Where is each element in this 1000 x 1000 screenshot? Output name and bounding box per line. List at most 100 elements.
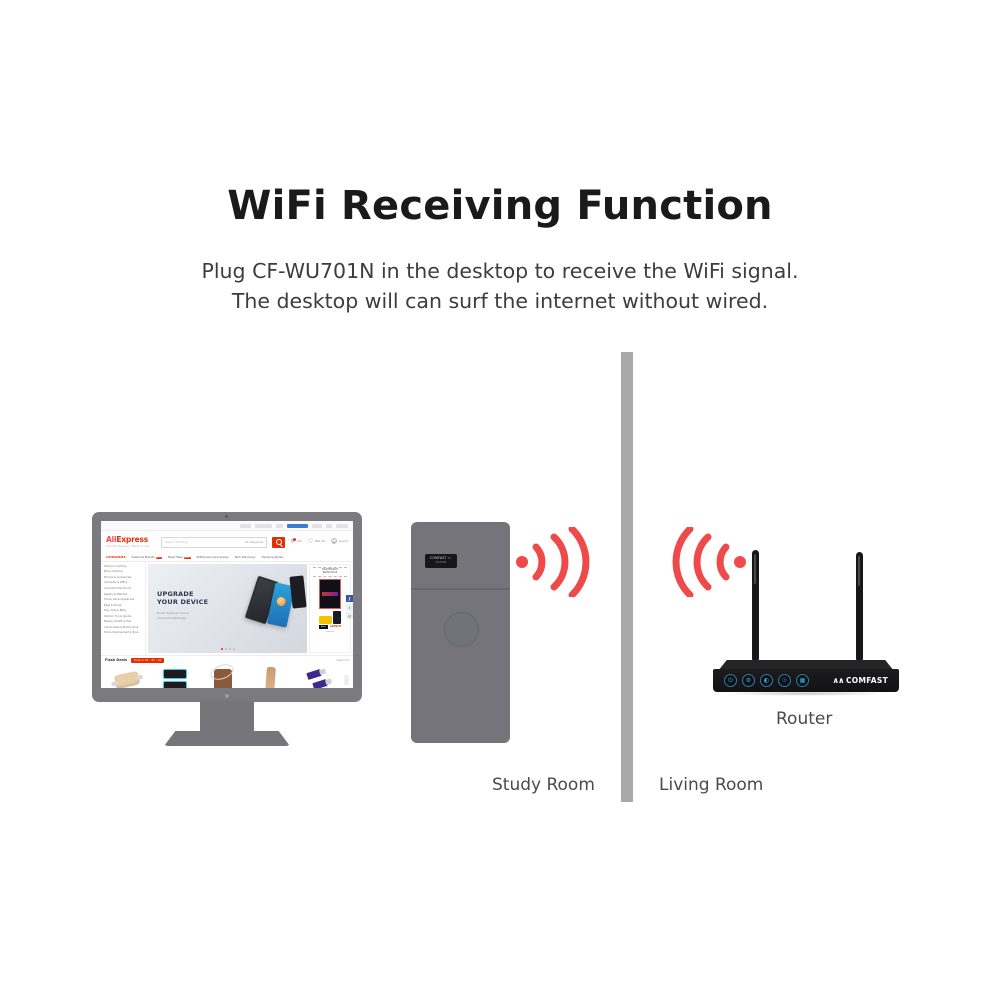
topbar-sign-in[interactable] — [336, 523, 348, 528]
sidebar-item[interactable]: Beauty, Health & Hair — [104, 620, 132, 624]
site-logo[interactable]: AliExpress Smarter Shopping, Better Livi… — [106, 536, 156, 549]
heart-icon: ♡ — [307, 538, 314, 545]
search-input[interactable]: Search anything All Categories — [161, 536, 268, 548]
sidebar-item[interactable]: Consumer Electronics — [104, 587, 132, 591]
monitor-stand-base — [164, 731, 290, 746]
promo-product-row — [318, 610, 342, 624]
product-card[interactable] — [153, 665, 198, 688]
promo-brands: Autel LAUNCH — [311, 625, 349, 630]
usb-wifi-adapter: COMFAST CF-WU701N — [425, 554, 457, 568]
banner-carousel-dots[interactable] — [220, 648, 235, 650]
flash-deals-view-more[interactable]: View more — [336, 658, 349, 662]
site-body: Women's Clothing Men's Clothing Phones &… — [101, 562, 353, 655]
monitor-screen: AliExpress Smarter Shopping, Better Livi… — [101, 521, 353, 688]
flash-deals-title: Flash Deals — [105, 658, 127, 663]
sidebar-item[interactable]: Phones & Accessories — [104, 575, 132, 579]
banner-subtitle: Great deals on brand name smartphones — [157, 611, 189, 620]
label-study-room: Study Room — [492, 775, 595, 795]
product-card[interactable] — [201, 665, 246, 688]
label-router: Router — [776, 709, 833, 729]
topbar-save-big[interactable] — [312, 523, 322, 528]
router-antenna-left — [752, 550, 759, 662]
topbar-download-app[interactable] — [287, 523, 308, 528]
nav-item-categories[interactable]: CATEGORIES — [106, 555, 126, 559]
carousel-dot[interactable] — [232, 648, 235, 650]
account-button[interactable]: ☺ Account — [331, 539, 348, 545]
promo-heading: MAINTENANCE BRAND SHOP — [312, 567, 348, 577]
logo-tagline: Smarter Shopping, Better Living — [106, 545, 150, 549]
power-button[interactable] — [444, 612, 479, 647]
nav-badge-new: NEW — [183, 557, 191, 559]
router-top-surface — [718, 660, 894, 671]
router-shadow — [723, 691, 889, 696]
webcam-icon — [225, 515, 228, 518]
comfast-logo-icon: ∧∧ — [832, 676, 844, 685]
desktop-monitor: AliExpress Smarter Shopping, Better Livi… — [92, 512, 377, 752]
banner-phone-image — [289, 575, 307, 609]
banner-title: UPGRADE YOUR DEVICE — [157, 590, 208, 606]
topbar-language[interactable] — [326, 523, 332, 528]
search-category[interactable]: All Categories — [245, 540, 264, 544]
facebook-icon[interactable]: f — [346, 595, 353, 602]
sidebar-item[interactable]: Computer & Office — [104, 581, 128, 585]
site-topbar — [101, 521, 353, 531]
sidebar-item[interactable]: Jewelry & Watches — [104, 592, 128, 596]
router-led-indicators: ⏻ ⚙ ◐ ☉ ▦ — [724, 674, 809, 687]
google-icon[interactable]: g — [346, 612, 353, 619]
page-title: WiFi Receiving Function — [227, 183, 773, 229]
topbar-buyer-protection[interactable] — [255, 523, 272, 528]
nav-item-tech-discovery[interactable]: Tech Discovery — [234, 555, 256, 559]
promo-brand-autel: Autel — [319, 625, 328, 630]
site-header: AliExpress Smarter Shopping, Better Livi… — [101, 531, 353, 553]
nav-badge-hot: HOT — [155, 557, 162, 559]
nav-label: Featured Brands — [131, 555, 155, 559]
flash-deals-header: Flash Deals Ends in 02 : 25 : 16 View mo… — [105, 658, 349, 663]
internet-led-icon: ☉ — [778, 674, 791, 687]
carousel-next-button[interactable]: › — [343, 674, 349, 685]
promo-brand-launch: LAUNCH — [329, 625, 341, 629]
sidebar-item[interactable]: Home, Pet & Appliances — [104, 598, 135, 602]
promo-device-yellow — [318, 615, 332, 624]
sidebar-item[interactable]: Home Improvement & Tools — [104, 631, 139, 635]
product-card[interactable] — [296, 665, 341, 688]
carousel-dot[interactable] — [228, 648, 231, 650]
sidebar-item[interactable]: Toys, Kids & Baby — [104, 609, 127, 613]
promo-device-dark — [333, 610, 342, 624]
promo-card[interactable]: MAINTENANCE BRAND SHOP Autel LAUNCH — [309, 564, 351, 653]
logo-text-express: Express — [116, 534, 149, 544]
product-cable-image — [112, 669, 143, 688]
subtitle-line-2: The desktop will can surf the internet w… — [231, 289, 769, 313]
power-led-icon: ⏻ — [724, 674, 737, 687]
search-button[interactable] — [272, 536, 286, 548]
topbar-ship-to[interactable] — [240, 523, 251, 528]
carousel-dot[interactable] — [224, 648, 227, 650]
monitor-bezel: AliExpress Smarter Shopping, Better Livi… — [92, 512, 362, 702]
banner-title-line-2: YOUR DEVICE — [157, 598, 209, 607]
sidebar-item[interactable]: Bags & Shoes — [104, 603, 122, 607]
carousel-dot[interactable] — [220, 648, 223, 650]
nav-item-trending-styles[interactable]: Trending Styles — [261, 555, 283, 559]
banner-sub-line-2: name smartphones — [157, 615, 187, 620]
subtitle-line-1: Plug CF-WU701N in the desktop to receive… — [201, 259, 799, 283]
sidebar-item[interactable]: Outdoor Fun & Sports — [104, 614, 132, 618]
promo-caption: Shop now — [325, 630, 335, 633]
router-brand: ∧∧ COMFAST — [832, 676, 888, 685]
cart-button[interactable]: ☼ 9 Cart — [290, 538, 302, 545]
product-card[interactable] — [105, 665, 150, 688]
promo-heading-line-2: BRAND SHOP — [322, 570, 338, 574]
adapter-brand-label: COMFAST — [430, 556, 447, 561]
nav-item-anniversary[interactable]: AliExpress Anniversary — [196, 555, 229, 559]
sidebar-item[interactable]: Automobiles & Motorcycles — [104, 625, 139, 629]
twitter-icon[interactable]: t — [346, 603, 353, 611]
aliexpress-page: AliExpress Smarter Shopping, Better Livi… — [101, 521, 353, 688]
hero-banner[interactable]: UPGRADE YOUR DEVICE Great deals on brand… — [148, 564, 307, 653]
topbar-help[interactable] — [276, 523, 283, 528]
product-card[interactable] — [248, 665, 293, 688]
wishlist-button[interactable]: ♡ Wish List — [308, 539, 325, 545]
sidebar-item[interactable]: Women's Clothing — [104, 564, 127, 568]
sidebar-item[interactable]: Men's Clothing — [104, 570, 123, 574]
monitor-stand-neck — [200, 701, 254, 733]
